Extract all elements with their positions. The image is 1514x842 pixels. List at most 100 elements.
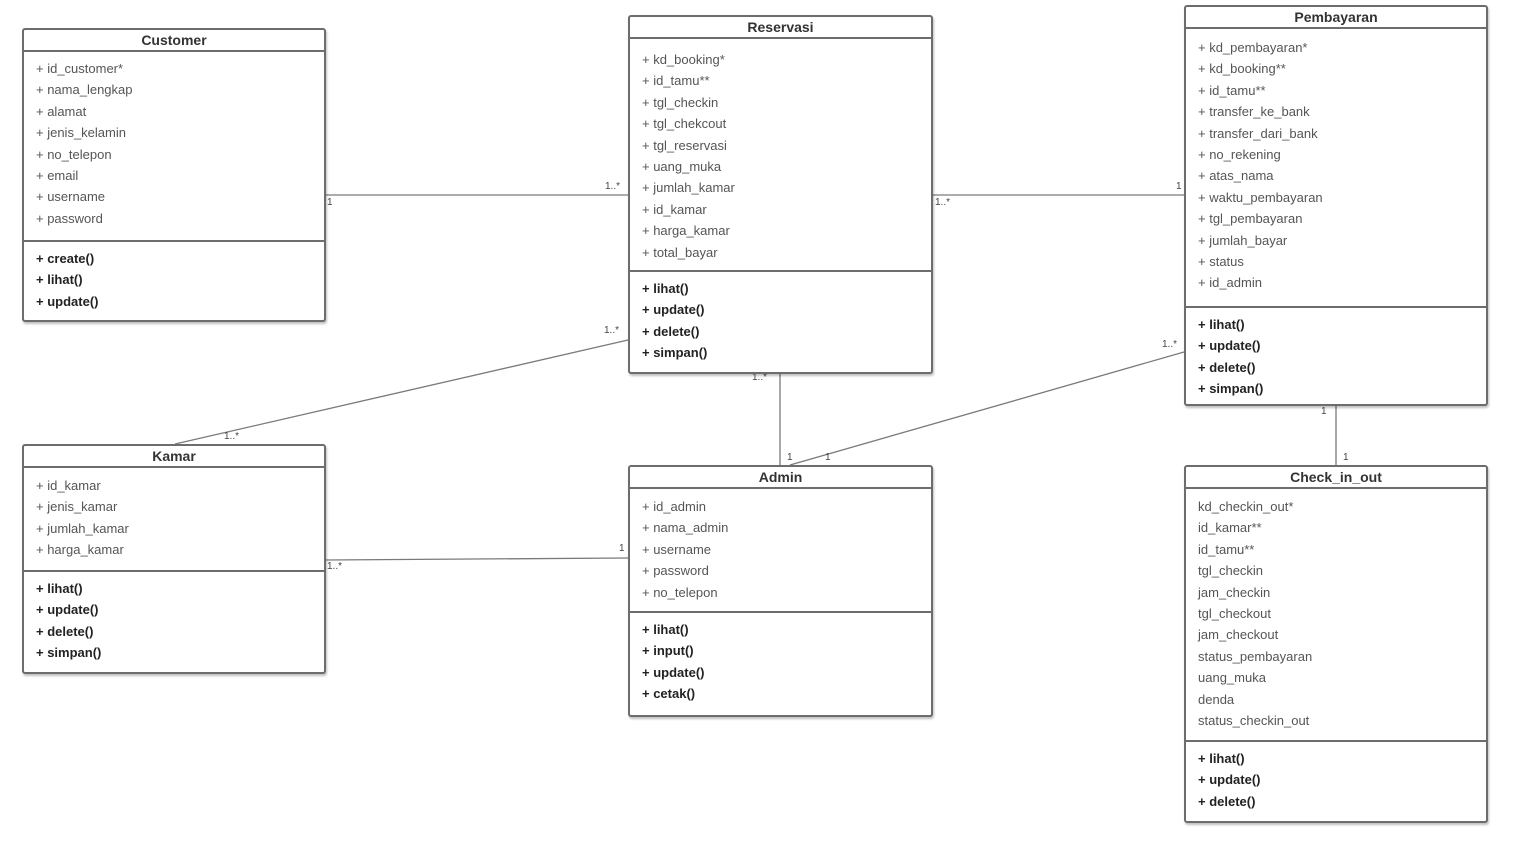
attribute: tgl_checkin	[1198, 563, 1264, 579]
mult-reservasi-admin-a: 1..*	[752, 372, 768, 383]
attribute: + alamat	[36, 103, 87, 119]
operation: + input()	[642, 643, 694, 659]
link-kamar-admin	[324, 557, 629, 561]
operations: + lihat() + update() + delete() + simpan…	[630, 272, 931, 364]
operation: + delete()	[1198, 359, 1256, 375]
attribute: + kd_booking**	[1198, 61, 1286, 77]
attribute: + nama_lengkap	[36, 82, 133, 98]
attribute: + harga_kamar	[36, 542, 124, 558]
operation: + simpan()	[642, 345, 708, 361]
operation: + lihat()	[36, 272, 83, 288]
attribute: + waktu_pembayaran	[1198, 189, 1323, 205]
class-pembayaran[interactable]: Pembayaran + kd_pembayaran* + kd_booking…	[1184, 5, 1488, 406]
operation: + create()	[36, 251, 95, 266]
attribute: + username	[642, 541, 712, 557]
mult-pembayaran-checkinout-b: 1	[1343, 452, 1349, 463]
class-title: Kamar	[24, 446, 324, 468]
attribute: + jumlah_kamar	[36, 520, 129, 536]
operation: + simpan()	[1198, 381, 1264, 397]
operation: + simpan()	[36, 645, 102, 661]
attribute: + tgl_pembayaran	[1198, 211, 1303, 227]
class-kamar[interactable]: Kamar + id_kamar + jenis_kamar + jumlah_…	[22, 444, 326, 674]
class-title: Pembayaran	[1186, 7, 1486, 29]
attribute: status_pembayaran	[1198, 648, 1313, 664]
operation: + update()	[36, 293, 99, 309]
attribute: + jumlah_kamar	[642, 180, 735, 196]
attributes: + id_kamar + jenis_kamar + jumlah_kamar …	[24, 468, 324, 572]
operation: + delete()	[642, 323, 700, 339]
attribute: + harga_kamar	[642, 223, 730, 239]
class-title: Customer	[24, 30, 324, 52]
operations: + lihat() + input() + update() + cetak()	[630, 613, 931, 705]
operation: + update()	[1198, 338, 1261, 354]
attribute: jam_checkout	[1198, 627, 1279, 643]
mult-kamar-reservasi-a: 1..*	[604, 325, 620, 336]
attributes: + kd_pembayaran* + kd_booking** + id_tam…	[1186, 29, 1486, 308]
attribute: + password	[642, 563, 709, 579]
attribute: + no_telepon	[36, 146, 112, 162]
class-customer[interactable]: Customer + id_customer* + nama_lengkap +…	[22, 28, 326, 322]
attribute: id_kamar**	[1198, 520, 1262, 536]
operation: + delete()	[36, 623, 94, 639]
link-pembayaran-admin	[789, 351, 1185, 466]
attributes: + id_customer* + nama_lengkap + alamat +…	[24, 52, 324, 242]
attribute: + tgl_reservasi	[642, 137, 727, 153]
operation: + cetak()	[642, 686, 696, 702]
operation: + delete()	[1198, 793, 1256, 809]
attribute: + id_tamu**	[1198, 82, 1266, 98]
attributes: + id_admin + nama_admin + username + pas…	[630, 489, 931, 613]
mult-customer-reservasi-a: 1	[327, 197, 333, 208]
operation: + update()	[36, 602, 99, 618]
mult-reservasi-pembayaran-a: 1..*	[935, 197, 951, 208]
attribute: + jenis_kamar	[36, 499, 118, 515]
mult-kamar-admin-b: 1	[619, 543, 625, 554]
attribute: + jumlah_bayar	[1198, 232, 1288, 248]
attribute: + transfer_ke_bank	[1198, 104, 1310, 120]
class-title: Admin	[630, 467, 931, 489]
attribute: + id_admin	[1198, 275, 1262, 291]
attribute: + atas_nama	[1198, 168, 1274, 184]
mult-pembayaran-admin-b: 1	[825, 452, 831, 463]
operations: + lihat() + update() + delete() + simpan…	[1186, 308, 1486, 400]
operation: + lihat()	[642, 281, 689, 296]
operation: + lihat()	[642, 622, 689, 637]
mult-kamar-reservasi-b: 1..*	[224, 431, 240, 442]
attribute: tgl_checkout	[1198, 605, 1271, 621]
attribute: + id_admin	[642, 499, 706, 514]
class-title: Check_in_out	[1186, 467, 1486, 489]
attribute: + id_kamar	[642, 201, 707, 217]
attribute: + tgl_checkin	[642, 94, 719, 110]
attributes: kd_checkin_out* id_kamar** id_tamu** tgl…	[1186, 489, 1486, 742]
operations: + lihat() + update() + delete() + simpan…	[24, 572, 324, 664]
attribute: uang_muka	[1198, 670, 1266, 686]
attribute: + kd_pembayaran*	[1198, 40, 1308, 55]
attribute: + tgl_chekcout	[642, 116, 727, 132]
mult-reservasi-pembayaran-b: 1	[1176, 181, 1182, 192]
class-admin[interactable]: Admin + id_admin + nama_admin + username…	[628, 465, 933, 717]
attribute: + username	[36, 189, 106, 205]
attribute: + no_rekening	[1198, 146, 1281, 162]
attribute: + nama_admin	[642, 520, 729, 536]
attribute: kd_checkin_out*	[1198, 499, 1294, 514]
attribute: + password	[36, 210, 103, 226]
class-check-in-out[interactable]: Check_in_out kd_checkin_out* id_kamar** …	[1184, 465, 1488, 823]
attribute: status_checkin_out	[1198, 712, 1310, 728]
attribute: + email	[36, 167, 79, 183]
operation: + update()	[1198, 772, 1261, 788]
attribute: + id_tamu**	[642, 73, 710, 89]
link-reservasi-kamar	[174, 339, 629, 445]
mult-pembayaran-checkinout-a: 1	[1321, 406, 1327, 417]
attribute: + kd_booking*	[642, 52, 725, 67]
operation: + lihat()	[1198, 317, 1245, 332]
attribute: + no_telepon	[642, 584, 718, 600]
attribute: + total_bayar	[642, 244, 718, 260]
operations: + lihat() + update() + delete()	[1186, 742, 1486, 812]
attribute: + status	[1198, 253, 1244, 269]
operation: + lihat()	[1198, 751, 1245, 766]
attribute: + id_customer*	[36, 61, 124, 76]
class-title: Reservasi	[630, 17, 931, 39]
attribute: + id_kamar	[36, 478, 101, 493]
class-reservasi[interactable]: Reservasi + kd_booking* + id_tamu** + tg…	[628, 15, 933, 374]
attribute: + uang_muka	[642, 158, 722, 174]
